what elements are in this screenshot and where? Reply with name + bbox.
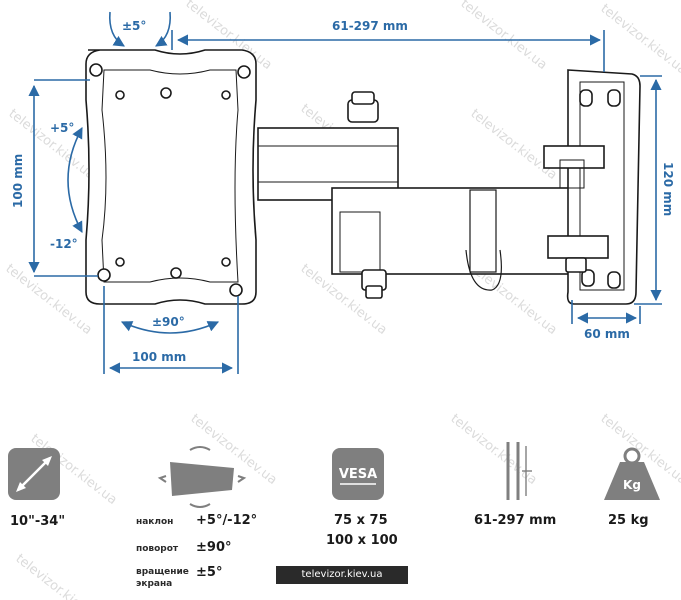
- tilt-value: +5°/-12°: [196, 513, 257, 528]
- watermark-badge: televizor.kiev.ua: [276, 566, 408, 584]
- mount-slot-icon: [579, 89, 593, 107]
- wall-hinge-top: [543, 145, 605, 169]
- screw-hole-icon: [89, 63, 103, 77]
- watermark: televizor.kiev.ua: [458, 0, 550, 73]
- screen-size-value: 10"-34": [10, 514, 65, 529]
- watermark: televizor.kiev.ua: [468, 106, 560, 183]
- screw-hole-icon: [115, 90, 125, 100]
- tilt-label: наклон: [136, 517, 173, 527]
- watermark: televizor.kiev.ua: [13, 551, 105, 600]
- wall-plate: [543, 69, 641, 305]
- watermark: televizor.kiev.ua: [598, 1, 681, 78]
- depth-icon: [506, 442, 532, 500]
- tilt-up-label: +5°: [50, 121, 74, 135]
- swivel-arm: [257, 91, 609, 299]
- weight-icon: Kg: [604, 447, 660, 500]
- depth-value: 61-297 mm: [474, 513, 556, 528]
- tilt-down-label: -12°: [50, 237, 78, 251]
- vesa-height-label: 100 mm: [11, 154, 25, 208]
- depth-range-label: 61-297 mm: [332, 19, 408, 33]
- wall-plate-width-label: 60 mm: [584, 327, 630, 341]
- mount-slot-icon: [581, 269, 595, 287]
- rotation-label: ±90°: [152, 315, 185, 329]
- vesa-75-value: 75 x 75: [334, 513, 388, 528]
- rotate-label-line1: вращение: [136, 567, 189, 577]
- load-value: 25 kg: [608, 513, 649, 528]
- screw-hole-icon: [97, 268, 111, 282]
- screw-hole-icon: [221, 257, 231, 267]
- screw-hole-icon: [237, 65, 251, 79]
- weight-icon-text: Kg: [623, 478, 641, 492]
- mount-slot-icon: [607, 89, 621, 107]
- vesa-width-label: 100 mm: [132, 350, 186, 364]
- dimension-lines: [28, 11, 662, 374]
- rotate-value: ±5°: [196, 565, 222, 580]
- swivel-value: ±90°: [196, 540, 231, 555]
- tilt-top-label: ±5°: [122, 19, 146, 33]
- tilt-swivel-icon: [157, 446, 247, 508]
- screw-hole-icon: [221, 90, 231, 100]
- screw-hole-icon: [115, 257, 125, 267]
- screw-icon: [170, 267, 182, 279]
- vesa-plate: [85, 49, 257, 305]
- vesa-100-value: 100 x 100: [326, 533, 398, 548]
- screw-icon: [160, 87, 172, 99]
- wall-hinge-bottom: [547, 235, 609, 259]
- vesa-icon: VESA: [332, 448, 384, 500]
- swivel-label: поворот: [136, 544, 179, 554]
- screw-hole-icon: [229, 283, 243, 297]
- mount-slot-icon: [607, 271, 621, 289]
- screen-size-icon: [8, 448, 60, 500]
- rotate-label-line2: экрана: [136, 579, 172, 589]
- wall-plate-height-label: 120 mm: [661, 162, 675, 216]
- vesa-icon-text: VESA: [339, 467, 377, 482]
- watermark: televizor.kiev.ua: [3, 261, 95, 338]
